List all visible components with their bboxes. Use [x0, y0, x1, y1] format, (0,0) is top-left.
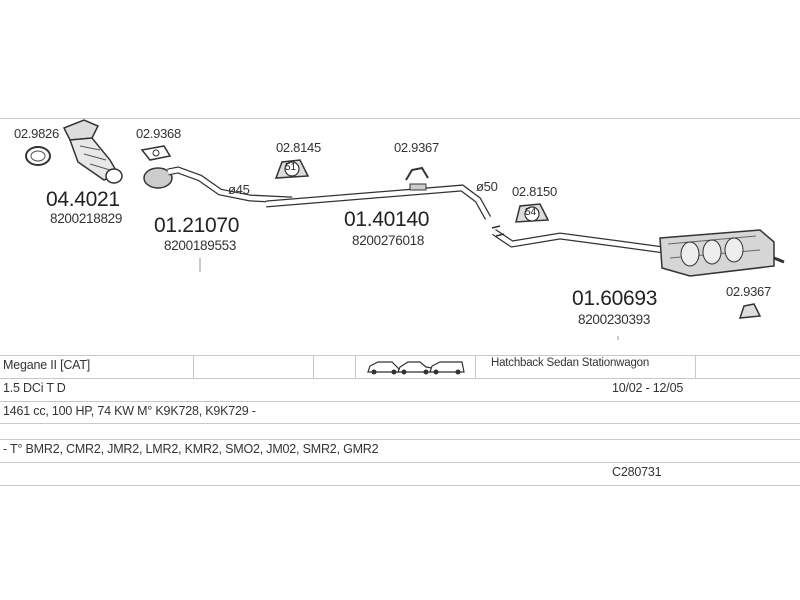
table-border	[0, 378, 800, 379]
oem-number: 8200230393	[578, 312, 651, 327]
catalytic-converter-icon	[62, 119, 123, 184]
table-border	[0, 355, 800, 356]
table-border	[0, 485, 800, 486]
rear-silencer-icon	[659, 229, 785, 277]
table-divider	[475, 355, 476, 378]
gasket-ring-icon	[25, 146, 51, 166]
mount-badge: 54	[525, 207, 537, 218]
vehicle-model: Megane II [CAT]	[3, 358, 91, 372]
engine: 1.5 DCi T D	[3, 381, 66, 395]
sedan-car-icon	[397, 361, 433, 375]
table-border	[0, 423, 800, 424]
part-ref: 01.60693	[572, 287, 658, 310]
part-ref: 02.8150	[512, 184, 557, 199]
diagram-top-border	[0, 118, 800, 119]
pipe-diameter: ø45	[228, 182, 250, 197]
exhaust-diagram	[25, 119, 785, 340]
part-ref: 02.8145	[276, 140, 321, 155]
body-types: Hatchback Sedan Stationwagon	[491, 357, 650, 369]
oem-number: 8200189553	[164, 238, 237, 253]
table-divider	[355, 355, 356, 378]
table-divider	[313, 355, 314, 378]
clamp-icon	[738, 303, 762, 319]
oem-number: 8200276018	[352, 233, 425, 248]
part-ref: 01.40140	[344, 208, 430, 231]
pipe-diameter: ø50	[476, 179, 498, 194]
rubber-mount-icon	[274, 159, 310, 179]
table-border	[0, 462, 800, 463]
part-ref: 02.9368	[136, 126, 181, 141]
oem-number: 8200218829	[50, 211, 123, 226]
rubber-mount-icon	[515, 203, 550, 223]
stationwagon-car-icon	[429, 361, 465, 375]
rear-pipe-icon	[491, 225, 665, 254]
engine-codes: - T° BMR2, CMR2, JMR2, LMR2, KMR2, SMO2,…	[3, 442, 379, 456]
flange-gasket-icon	[140, 145, 172, 161]
part-ref: 02.9367	[726, 284, 771, 299]
part-ref: 01.21070	[154, 214, 240, 237]
table-divider	[695, 355, 696, 378]
mount-badge: 51	[285, 162, 297, 173]
production-years: 10/02 - 12/05	[612, 381, 684, 395]
part-ref: 02.9367	[394, 140, 439, 155]
front-pipe-icon	[143, 166, 293, 204]
part-ref: 04.4021	[46, 188, 120, 211]
clamp-icon	[405, 166, 429, 191]
catalog-number: C280731	[612, 465, 662, 479]
table-divider	[193, 355, 194, 378]
part-ref: 02.9826	[14, 126, 59, 141]
table-border	[0, 439, 800, 440]
hatchback-car-icon	[367, 361, 401, 375]
table-border	[0, 401, 800, 402]
engine-specs: 1461 cc, 100 HP, 74 KW M° K9K728, K9K729…	[3, 404, 256, 418]
middle-pipe-icon	[265, 184, 492, 220]
